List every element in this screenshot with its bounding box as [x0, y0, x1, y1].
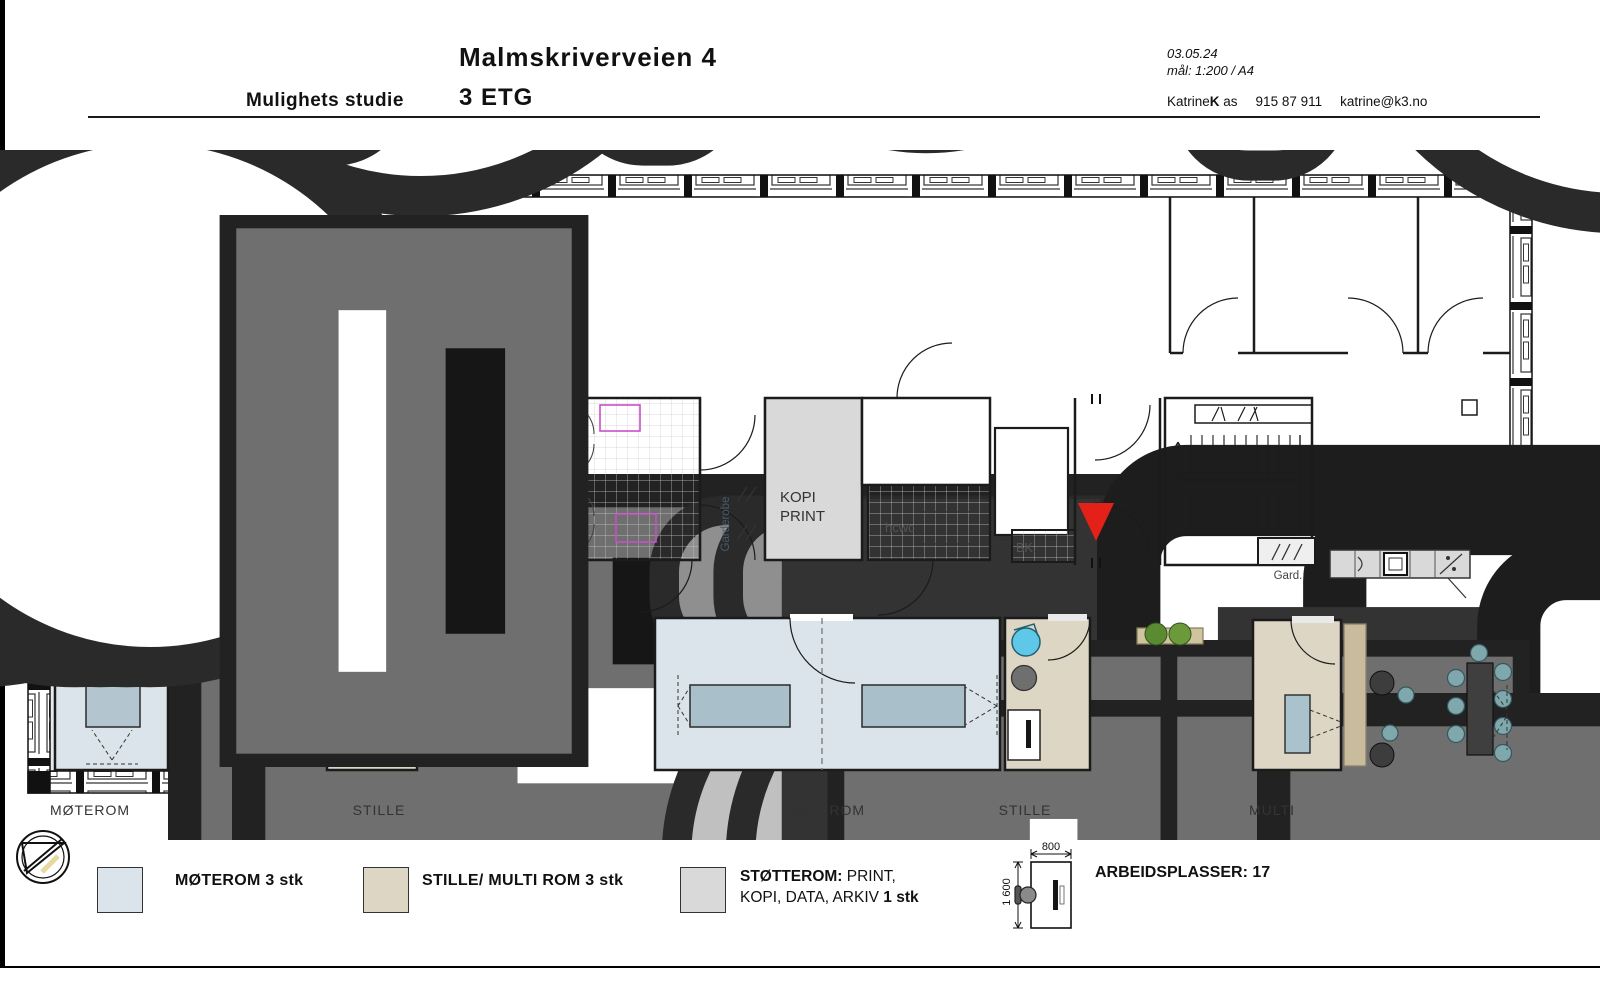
- entrance-corridor: [1073, 394, 1162, 568]
- gard-closet: Gard.: [1257, 537, 1316, 582]
- kitchen-counter: [1329, 549, 1471, 599]
- label-moterom-center: MØTEROM: [785, 802, 865, 818]
- legend-swatch-moterom: [97, 867, 143, 913]
- contact-name-bold: K: [1209, 94, 1220, 109]
- room-label-row: MØTEROM STILLE MØTEROM STILLE MULTI: [50, 802, 1295, 818]
- meeting-room-center: [0, 150, 1600, 840]
- dim-height-label: 1 600: [1001, 878, 1013, 906]
- label-stille-east: STILLE: [999, 802, 1052, 818]
- legend-swatch-stotterom: [680, 867, 726, 913]
- conference-table-1: [689, 684, 791, 728]
- contact-name: Katrine: [1167, 94, 1210, 109]
- bk-label: BK.: [1016, 541, 1036, 555]
- workstation-symbol: 800 1 600: [1001, 841, 1072, 929]
- high-table: [1466, 662, 1494, 756]
- wall-planter: [1136, 622, 1204, 646]
- contact-block: KatrineK as 915 87 911 katrine@k3.no: [1167, 94, 1427, 109]
- sosial-sone-label: SOSIAL SONE: [1354, 607, 1470, 623]
- room-center-north: [860, 342, 992, 487]
- multi-table: [1284, 694, 1311, 754]
- contact-email: katrine@k3.no: [1340, 94, 1428, 109]
- dim-width-label: 800: [1042, 841, 1060, 853]
- tall-cabinet: [1343, 623, 1367, 767]
- print-label: PRINT: [780, 508, 825, 525]
- floor-label: 3 ETG: [459, 84, 534, 111]
- legend-swatch-stille: [363, 867, 409, 913]
- label-moterom-west: MØTEROM: [50, 802, 130, 818]
- date-label: 03.05.24: [1167, 46, 1218, 61]
- north-symbol: [16, 830, 70, 884]
- stairwell-east: [1163, 396, 1314, 567]
- contact-suffix: as: [1219, 94, 1238, 109]
- legend-moterom-label: MØTEROM 3 stk: [175, 872, 304, 889]
- header-rule: [88, 116, 1540, 118]
- legend-stille-label: STILLE/ MULTI ROM 3 stk: [422, 872, 624, 889]
- page-title: Malmskriverveien 4: [459, 42, 717, 72]
- date-scale-block: 03.05.24 mål: 1:200 / A4: [1167, 45, 1254, 79]
- stille-room-east: [1003, 614, 1092, 772]
- kopi-label: KOPI: [780, 489, 816, 506]
- kopi-print-room: KOPI PRINT: [763, 396, 864, 562]
- garderobe-label: Garderobe: [720, 497, 732, 552]
- shaft-room: BK.: [993, 426, 1600, 840]
- sosial-sone-lounge: [1369, 643, 1513, 768]
- hcwc-room: hcwc: [866, 483, 1600, 840]
- label-multi: MULTI: [1249, 802, 1295, 818]
- legend-stotterom-label: STØTTEROM: PRINT, KOPI, DATA, ARKIV 1 st…: [740, 868, 919, 906]
- label-stille-west: STILLE: [353, 802, 406, 818]
- gard-label: Gard.: [1274, 570, 1303, 582]
- project-name: Mulighets studie: [246, 90, 404, 111]
- multi-room: [1251, 150, 1600, 772]
- conference-table-2: [861, 684, 966, 728]
- rooms-northeast: [1168, 197, 1510, 416]
- hcwc-label: hcwc: [885, 520, 915, 535]
- sheet-edge-bottom: [0, 966, 1600, 968]
- contact-phone: 915 87 911: [1255, 94, 1323, 109]
- scale-label: mål: 1:200 / A4: [1167, 63, 1254, 78]
- floorplan-drawing: personlige skap evt T: [0, 150, 1600, 840]
- entry-marker-triangle: [1078, 503, 1114, 541]
- arbeidsplasser-label: ARBEIDSPLASSER: 17: [1095, 864, 1271, 881]
